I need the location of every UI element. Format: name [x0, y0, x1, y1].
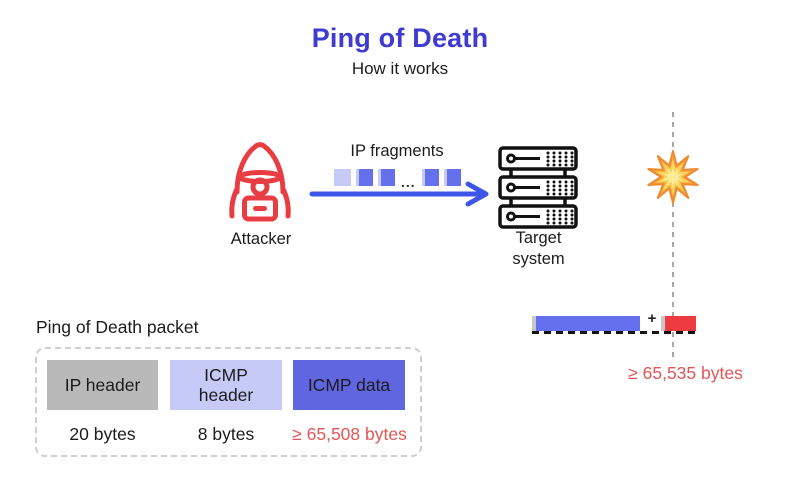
segment-size-icmp-header: 8 bytes	[197, 424, 255, 444]
explosion-burst-icon	[646, 150, 700, 209]
segment-size-ip-header: 20 bytes	[69, 424, 136, 444]
ip-fragment-square	[334, 169, 351, 186]
right-arrow-icon	[308, 181, 498, 212]
page-title: Ping of Death	[311, 23, 489, 53]
server-stack-icon	[498, 146, 578, 235]
server-dot-grid	[546, 151, 574, 225]
ip-fragment-square	[421, 169, 439, 186]
ip-fragment-square	[356, 169, 373, 186]
ip-fragments-label: IP fragments	[350, 142, 444, 160]
attacker-label: Attacker	[230, 230, 292, 248]
oversize-packet-bar	[532, 316, 640, 331]
plus-sign: +	[647, 310, 657, 327]
segment-icmp-data: ICMP data	[293, 360, 405, 410]
ip-fragment-square	[378, 169, 395, 186]
oversize-bytes-label: ≥ 65,535 bytes	[628, 363, 743, 383]
target-system-label: Target system	[512, 229, 565, 268]
size-limit-dashed-line	[532, 331, 699, 334]
attacker-icon	[224, 137, 296, 230]
segment-size-icmp-data: ≥ 65,508 bytes	[292, 424, 407, 444]
impact-dashed-line	[672, 112, 674, 358]
excess-bytes-block	[661, 316, 696, 331]
ip-fragment-square	[443, 169, 461, 186]
segment-ip-header: IP header	[47, 360, 158, 410]
packet-dashed-box	[35, 347, 422, 457]
segment-icmp-header: ICMP header	[170, 360, 282, 410]
page-subtitle: How it works	[351, 59, 449, 78]
fragments-ellipsis: ...	[401, 174, 416, 190]
packet-section-title: Ping of Death packet	[36, 317, 199, 337]
fragment-squares: ...	[334, 169, 461, 190]
